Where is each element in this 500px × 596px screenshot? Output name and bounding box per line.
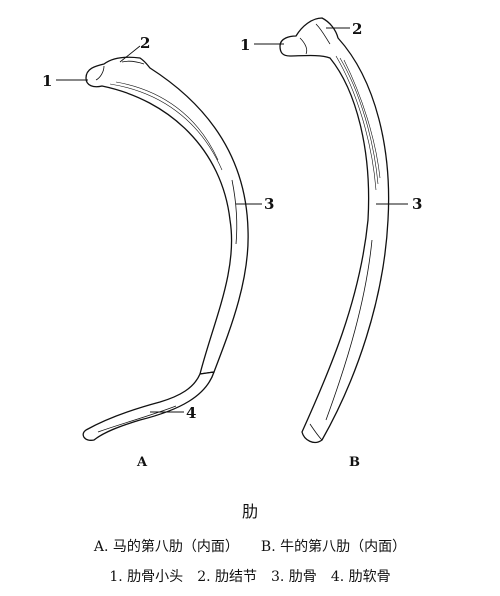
- rib-a-callout-2: 2: [140, 34, 150, 52]
- caption-panel-b: B. 牛的第八肋（内面）: [260, 539, 407, 555]
- figure-caption: 肋 A. 马的第八肋（内面） B. 牛的第八肋（内面） 1. 肋骨小头 2. 肋结节…: [0, 498, 500, 596]
- rib-b-body: [279, 17, 390, 444]
- caption-legend: 1. 肋骨小头 2. 肋结节 3. 肋骨 4. 肋软骨: [0, 566, 500, 586]
- rib-a-callout-1: 1: [42, 72, 52, 90]
- rib-a-callout-4: 4: [186, 404, 196, 422]
- legend-item-3: 3. 肋骨: [271, 569, 317, 585]
- rib-b-illustration: 1 2 3 B: [240, 17, 422, 470]
- legend-item-2: 2. 肋结节: [197, 569, 257, 585]
- rib-a-body: [85, 56, 249, 375]
- rib-b-callout-2: 2: [352, 20, 362, 38]
- rib-a-illustration: 1 2 3 4 A: [42, 34, 274, 470]
- rib-a-callout-3: 3: [264, 195, 274, 213]
- caption-panels: A. 马的第八肋（内面） B. 牛的第八肋（内面）: [0, 536, 500, 556]
- legend-item-1: 1. 肋骨小头: [109, 569, 184, 585]
- rib-a-cartilage: [82, 371, 215, 441]
- caption-panel-a: A. 马的第八肋（内面）: [93, 539, 239, 555]
- rib-a-panel-label: A: [136, 455, 148, 470]
- rib-figure: 1 2 3 4 A 1 2 3 B: [42, 17, 422, 470]
- rib-b-panel-label: B: [349, 455, 360, 470]
- rib-b-callout-3: 3: [412, 195, 422, 213]
- rib-b-callout-1: 1: [240, 36, 250, 54]
- legend-item-4: 4. 肋软骨: [330, 569, 391, 585]
- caption-title: 肋: [241, 502, 258, 521]
